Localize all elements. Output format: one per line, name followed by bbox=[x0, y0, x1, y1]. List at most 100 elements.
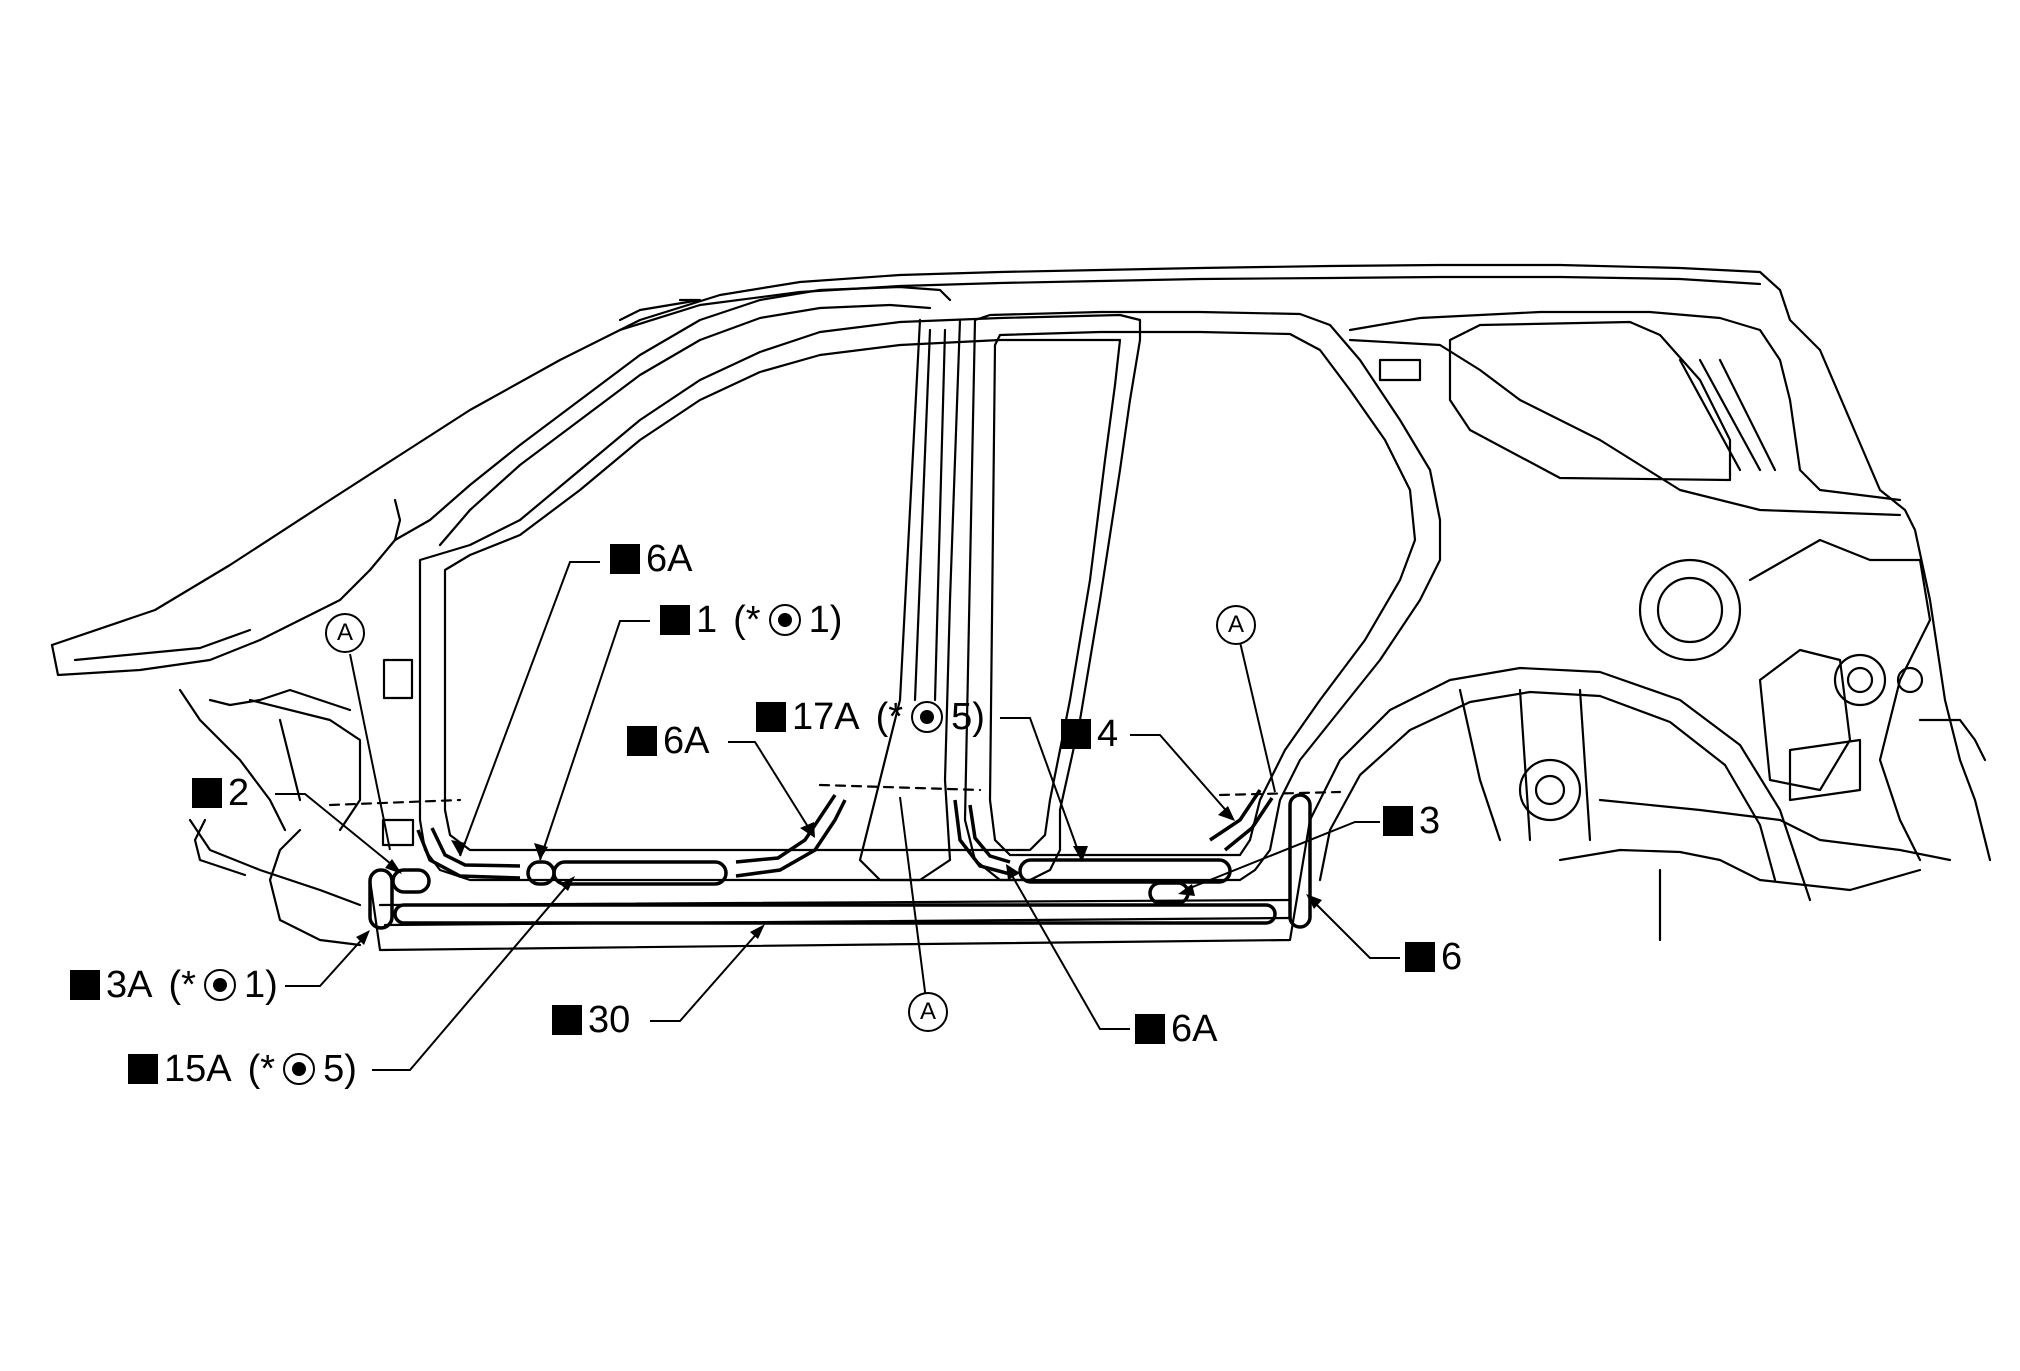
weld-code: 6A bbox=[646, 538, 693, 580]
side-sill bbox=[368, 878, 1302, 952]
weld-label-3A: 3A (* 1) bbox=[70, 966, 278, 1004]
front-door-opening bbox=[418, 313, 1142, 882]
weld-mark-icon bbox=[128, 1054, 158, 1084]
weld-code: 1 bbox=[696, 599, 718, 641]
weld-code: 3 bbox=[1419, 800, 1441, 842]
leader-1 bbox=[539, 620, 650, 861]
weld-zone-6a-c bbox=[953, 799, 1011, 876]
weld-label-1: 1 (* 1) bbox=[660, 601, 842, 639]
weld-zone-2 bbox=[391, 868, 431, 894]
weld-note-suffix: 1) bbox=[243, 964, 278, 1006]
weld-mark-icon bbox=[1383, 806, 1413, 836]
weld-zone-6a-b bbox=[735, 794, 847, 878]
weld-mark-icon bbox=[660, 605, 690, 635]
arrow-4 bbox=[1218, 806, 1235, 821]
rear-quarter bbox=[1348, 310, 1902, 502]
arrow-1 bbox=[534, 843, 548, 860]
arrow-6A-a bbox=[451, 840, 466, 856]
weld-note-suffix: 1) bbox=[808, 599, 843, 641]
leader-30 bbox=[650, 929, 761, 1022]
arrow-3 bbox=[1178, 884, 1195, 896]
weld-mark-icon bbox=[192, 778, 222, 808]
weld-code: 6 bbox=[1441, 936, 1463, 978]
weld-zone-a-pillar bbox=[416, 827, 521, 880]
weld-note-suffix: 5) bbox=[951, 696, 985, 738]
weld-label-4: 4 bbox=[1061, 715, 1118, 753]
weld-note-prefix: (* bbox=[168, 964, 196, 1006]
weld-label-6A-bottom: 6A bbox=[1135, 1010, 1217, 1048]
weld-code: 2 bbox=[228, 772, 250, 814]
weld-label-2: 2 bbox=[192, 774, 249, 812]
leader-15A bbox=[372, 881, 571, 1071]
weld-code: 6A bbox=[1171, 1008, 1218, 1050]
weld-note-prefix: (* bbox=[247, 1048, 276, 1090]
leader-callout-center bbox=[899, 796, 929, 1016]
arrow-3A bbox=[356, 930, 370, 945]
leader-6A-c bbox=[1009, 871, 1130, 1030]
leader-17A bbox=[1000, 717, 1081, 857]
front-fender bbox=[50, 498, 402, 677]
leader-3 bbox=[1184, 821, 1380, 891]
arrow-2 bbox=[385, 859, 402, 874]
section-line-center bbox=[818, 783, 982, 792]
leader-6A-b bbox=[728, 741, 811, 831]
weld-mark-icon bbox=[552, 1005, 582, 1035]
weld-label-30: 30 bbox=[552, 1001, 630, 1039]
a-pillar-outer bbox=[393, 285, 952, 542]
leader-callout-rear bbox=[1239, 641, 1276, 793]
weld-zone-4 bbox=[1209, 789, 1274, 852]
weld-label-6: 6 bbox=[1405, 938, 1462, 976]
weld-label-6A-mid: 6A bbox=[627, 722, 709, 760]
arrow-6A-b bbox=[800, 822, 815, 838]
weld-label-17A: 17A (* 5) bbox=[756, 698, 985, 736]
weld-mark-icon bbox=[756, 702, 786, 732]
weld-code: 15A bbox=[164, 1048, 232, 1090]
spot-weld-icon bbox=[768, 604, 801, 636]
weld-zone-6 bbox=[1288, 793, 1312, 929]
arrow-6A-c bbox=[1006, 864, 1020, 880]
weld-zone-30 bbox=[393, 903, 1277, 925]
section-callout-rear: A bbox=[1216, 605, 1256, 645]
weld-mark-icon bbox=[1061, 719, 1091, 749]
roof-inner bbox=[618, 275, 1762, 332]
section-callout-center: A bbox=[908, 992, 948, 1032]
weld-code: 17A bbox=[792, 696, 860, 738]
leader-3A bbox=[285, 935, 366, 987]
weld-code: 3A bbox=[106, 964, 153, 1006]
weld-code: 30 bbox=[588, 999, 631, 1041]
weld-code: 4 bbox=[1097, 713, 1119, 755]
leader-6A-a bbox=[459, 561, 600, 857]
weld-mark-icon bbox=[1135, 1014, 1165, 1044]
body-outline bbox=[50, 263, 1992, 862]
rear-wheel-arch bbox=[1298, 666, 1812, 902]
weld-note-prefix: (* bbox=[733, 599, 761, 641]
b-pillar bbox=[858, 318, 962, 882]
weld-mark-icon bbox=[1405, 942, 1435, 972]
arrow-6 bbox=[1306, 894, 1322, 909]
roof-rail bbox=[618, 298, 702, 322]
weld-zone-15a bbox=[552, 860, 728, 886]
weld-mark-icon bbox=[627, 726, 657, 756]
leader-callout-front bbox=[349, 653, 391, 851]
spot-weld-icon bbox=[911, 701, 944, 733]
weld-zone-3a bbox=[368, 868, 394, 930]
weld-zone-17a bbox=[1018, 858, 1232, 884]
rear-door-opening bbox=[963, 310, 1442, 882]
arrow-15A bbox=[560, 876, 575, 891]
section-line-front bbox=[328, 798, 462, 807]
section-callout-front: A bbox=[325, 613, 365, 653]
weld-mark-icon bbox=[610, 544, 640, 574]
weld-code: 6A bbox=[663, 720, 710, 762]
leader-4 bbox=[1130, 734, 1231, 816]
spot-weld-icon bbox=[283, 1053, 316, 1085]
leader-6 bbox=[1311, 899, 1400, 959]
weld-mark-icon bbox=[70, 970, 100, 1000]
weld-note-suffix: 5) bbox=[323, 1048, 357, 1090]
weld-note-prefix: (* bbox=[875, 696, 904, 738]
weld-label-6A-top: 6A bbox=[610, 540, 692, 578]
arrow-17A bbox=[1073, 846, 1088, 862]
spot-weld-icon bbox=[203, 969, 236, 1001]
weld-label-3: 3 bbox=[1383, 802, 1440, 840]
weld-label-15A: 15A (* 5) bbox=[128, 1050, 357, 1088]
